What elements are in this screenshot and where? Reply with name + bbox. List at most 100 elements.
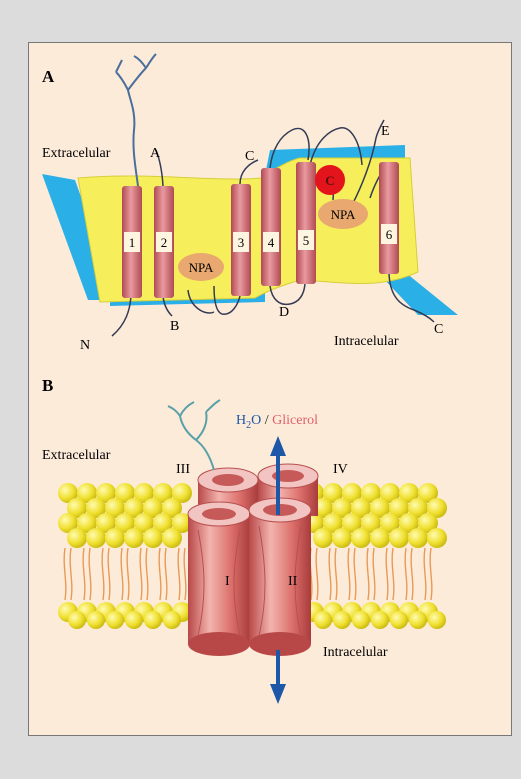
lipid-tail [63,547,67,601]
lipid-tails [63,547,433,601]
loop-a-label: A [150,146,161,161]
lipid-head [58,513,78,533]
lipid-head [371,611,389,629]
lipid-head [399,483,419,503]
lipid-head [134,483,154,503]
lipid-head [134,513,154,533]
lipid-head [124,498,144,518]
lipid-head [332,498,352,518]
loop-c-top-label: C [245,149,254,164]
panel-a-label: A [42,67,55,86]
lipid-head [361,483,381,503]
lipid-head [409,611,427,629]
lipid-tail [69,547,73,601]
lipid-head [105,498,125,518]
subunit-one [187,501,251,656]
lipid-tail [328,547,332,601]
panel-a: A [42,53,458,353]
lipid-tail [410,547,414,601]
subunit-two [248,497,312,656]
lipid-head [408,528,428,548]
extracellular-label-a: Extracelular [42,146,111,161]
loop-d-label: D [279,305,289,320]
subunit-three-label: III [176,462,190,477]
n-terminus-label: N [80,338,90,353]
lipid-head [342,483,362,503]
transport-arrow-down-head [270,684,286,704]
lipid-head [115,513,135,533]
lipid-head [380,483,400,503]
lipid-tail [158,547,162,601]
lipid-tail [126,547,130,601]
loop-c [239,159,259,185]
lipid-head [333,611,351,629]
lipid-tail [366,547,370,601]
lipid-head [418,513,438,533]
water-label: O [251,413,261,428]
helix-6 [379,162,399,274]
lipid-head [332,528,352,548]
lipid-head [87,611,105,629]
lipid-head [106,611,124,629]
lipid-tail [164,547,168,601]
lipid-tail [88,547,92,601]
helix-6-label: 6 [386,227,393,242]
lipid-tail [391,547,395,601]
npa-motif-lower [178,253,224,281]
extracellular-label-b: Extracelular [42,448,111,463]
lipid-head [361,513,381,533]
lipid-head [408,498,428,518]
lipid-tail [372,547,376,601]
subunit-two-bottom [249,632,311,656]
glycerol-label: Glicerol [272,413,318,428]
lipid-tail [353,547,357,601]
lipid-head [370,498,390,518]
c-terminus-tail [388,273,435,323]
subunit-four-label: IV [333,462,348,477]
loop-helix4-5 [269,127,310,169]
lipid-head [143,498,163,518]
lipid-head [389,498,409,518]
lipid-head [163,611,181,629]
lipid-tail [120,547,124,601]
lipid-tail [429,547,433,601]
npa-motif-upper [318,199,368,229]
lipid-head [162,498,182,518]
helix-4 [261,168,281,286]
lipid-tail [107,547,111,601]
lipid-head [115,483,135,503]
subunit-one-shading [197,529,205,637]
lipid-tail [334,547,338,601]
helix-5-label-box [298,230,314,250]
lipid-head [399,513,419,533]
lipid-head [427,498,447,518]
lipid-head [428,611,446,629]
c-terminus-label: C [434,322,443,337]
lipid-head [67,528,87,548]
lipid-head [153,483,173,503]
lipid-head [143,528,163,548]
helix-2-label: 2 [161,235,168,250]
subunit-two-shading [258,525,266,637]
panel-b-label: B [42,376,53,395]
transport-arrow [270,436,286,704]
lipid-head [390,611,408,629]
lipid-head [125,611,143,629]
transport-label: H2O / Glicerol [236,413,318,431]
glycosylation-chain-b [167,399,221,471]
lipid-head [172,483,192,503]
helix-4-label: 4 [268,235,275,250]
npa-motif-upper-label: NPA [331,207,356,222]
loop-helix5-npa [309,127,363,166]
lipid-head [96,513,116,533]
lipid-tail [347,547,351,601]
n-terminus-tail [111,295,132,337]
subunit-one-label: I [225,574,230,589]
lipid-head [342,513,362,533]
lipid-head [67,498,87,518]
subunit-two-body [249,510,311,644]
lipid-head [427,528,447,548]
loop-b-npa-link [187,289,215,314]
intracellular-label-a: Intracelular [334,334,399,349]
